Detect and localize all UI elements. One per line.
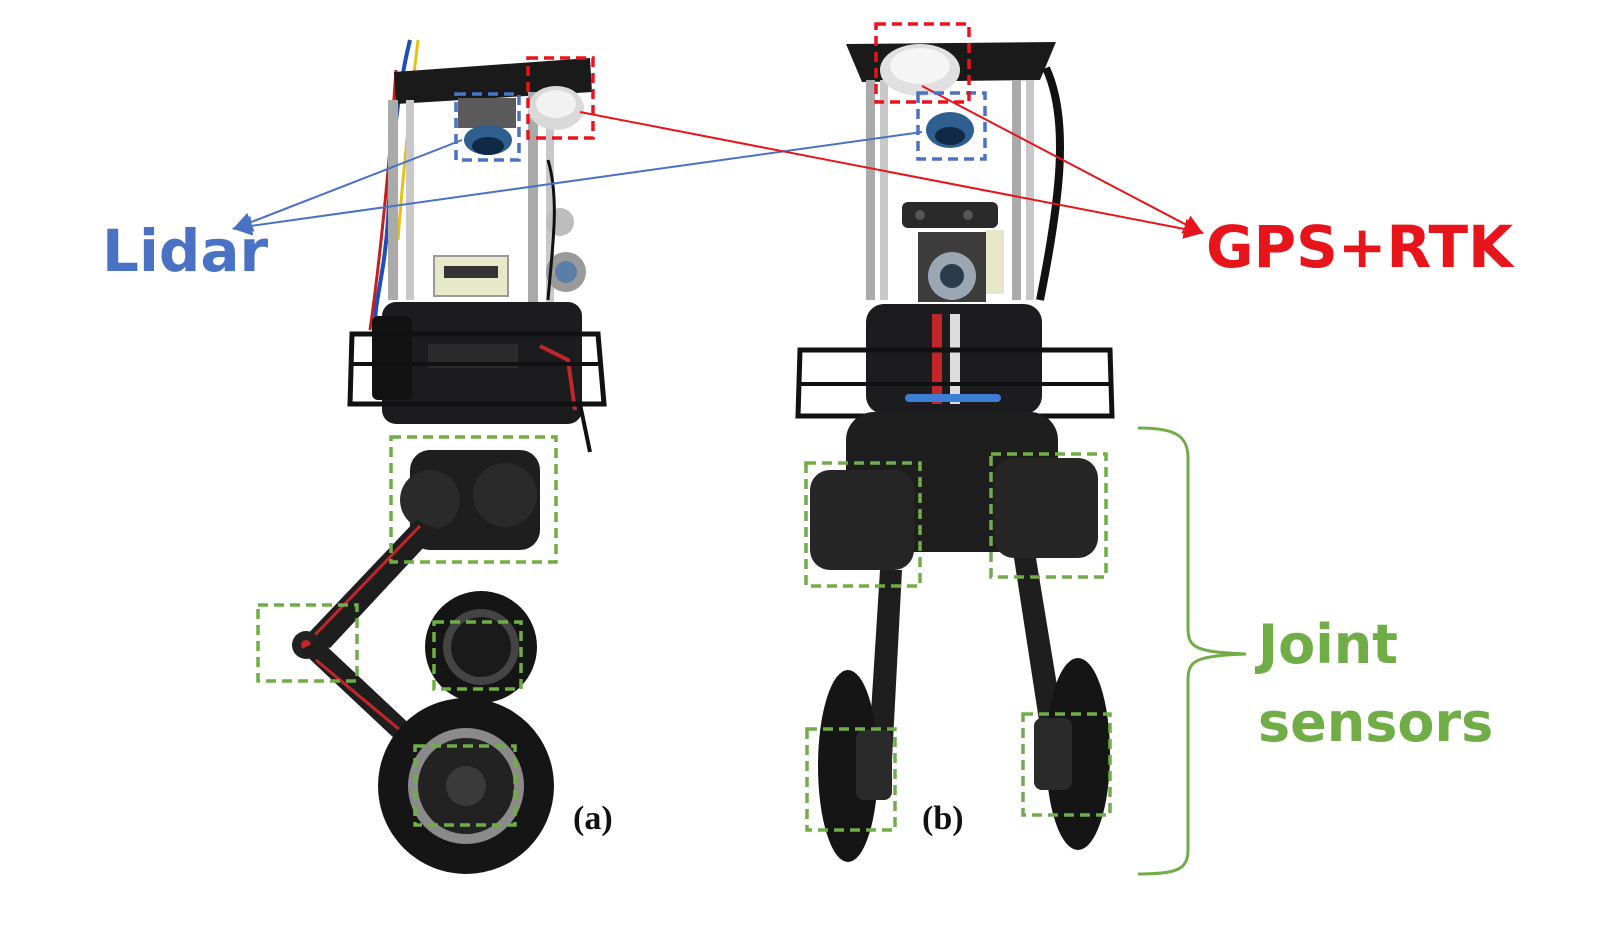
gps-box-a [526,56,595,140]
joint-sensors-line1: Joint [1258,613,1398,676]
joint-sensors-line2: sensors [1258,691,1494,755]
joint-box-hip-left-b [804,461,922,588]
joint-box-hip-a [389,435,558,564]
joint-box-big-wheel-a [413,744,517,827]
joint-box-small-wheel-a [432,620,523,691]
joint-sensors-label: Joint sensors [1258,606,1493,763]
joint-box-wheel-left-b [805,727,897,832]
lidar-arrows [232,131,923,236]
joint-box-wheel-right-b [1021,712,1112,817]
lidar-label: Lidar [102,217,269,285]
lidar-box-a [454,92,521,162]
joint-box-knee-a [256,603,359,683]
gps-arrows [579,85,1204,239]
lidar-box-b [916,91,987,161]
robot-front-view [795,42,1115,862]
caption-a: (a) [573,800,613,837]
caption-b: (b) [922,800,964,837]
gps-box-b [874,22,971,104]
robot-side-view [292,39,607,874]
joint-box-hip-right-b [989,452,1108,579]
gps-rtk-label: GPS+RTK [1206,213,1514,281]
joint-brace [1137,426,1247,876]
